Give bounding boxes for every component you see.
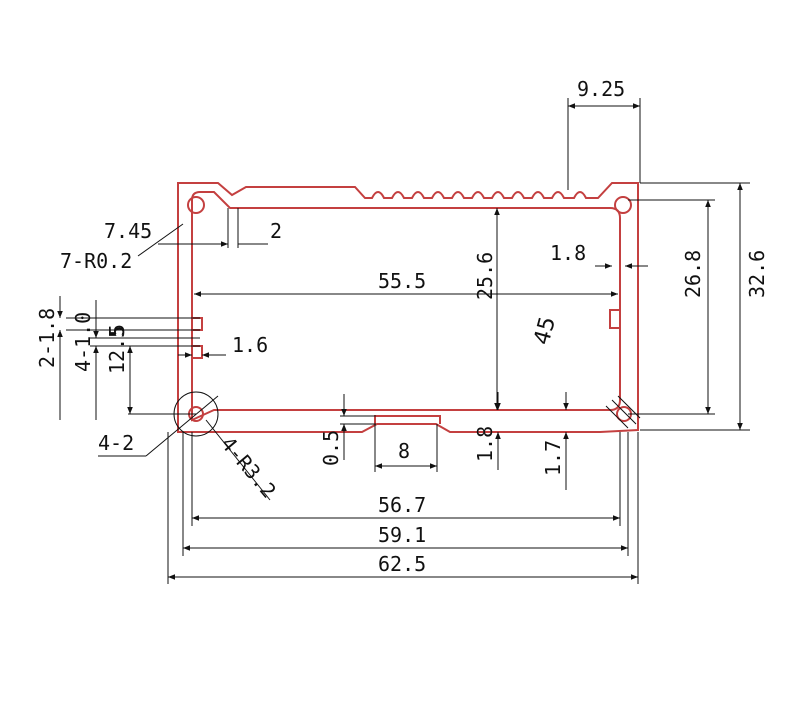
label-corner-radius: 4-R3.2 (216, 432, 281, 503)
label-fin-width: 7.45 (104, 219, 152, 243)
label-height-mid: 26.8 (681, 250, 705, 298)
label-width-outer: 62.5 (378, 552, 426, 576)
label-width-mid: 59.1 (378, 523, 426, 547)
label-bottom-step: 0.5 (319, 430, 343, 466)
label-bottom-wall-mid: 1.8 (473, 426, 497, 462)
label-width-inner: 56.7 (378, 493, 426, 517)
label-left-groove-h: 12.5 (105, 326, 129, 374)
dimension-lines (57, 98, 750, 584)
left-groove-top (192, 317, 203, 331)
label-fin-radius: 7-R0.2 (60, 249, 132, 273)
label-height-inner-top: 25.6 (473, 252, 497, 300)
label-corner-hole: 4-2 (98, 431, 134, 455)
label-height-outer: 32.6 (745, 250, 769, 298)
label-bottom-slot: 8 (398, 439, 410, 463)
label-inner-width: 55.5 (378, 269, 426, 293)
label-wall-right: 1.8 (550, 241, 586, 265)
label-left-groove-w: 5 (105, 324, 129, 336)
label-fin-gap: 2 (270, 219, 282, 243)
label-left-top-groove: 2-1.8 (35, 308, 59, 368)
label-bottom-wall-right: 1.7 (541, 440, 565, 476)
label-top-slot: 9.25 (577, 77, 625, 101)
label-left-groove-depth: 4-1.0 (71, 312, 95, 372)
right-groove-top (609, 309, 620, 329)
dimension-labels: 9.25 7.45 2 7-R0.2 55.5 25.6 1.8 26.8 32… (35, 77, 769, 576)
corner-hole-tr (614, 196, 632, 214)
profile-outline (177, 182, 639, 433)
bottom-slot (374, 415, 441, 424)
corner-hole-tl (187, 196, 205, 214)
label-wall-left: 1.6 (232, 333, 268, 357)
left-groove-bottom (192, 345, 203, 359)
label-total-height: 45 (530, 314, 561, 348)
inner-contour (191, 191, 621, 422)
outer-contour (177, 182, 639, 433)
